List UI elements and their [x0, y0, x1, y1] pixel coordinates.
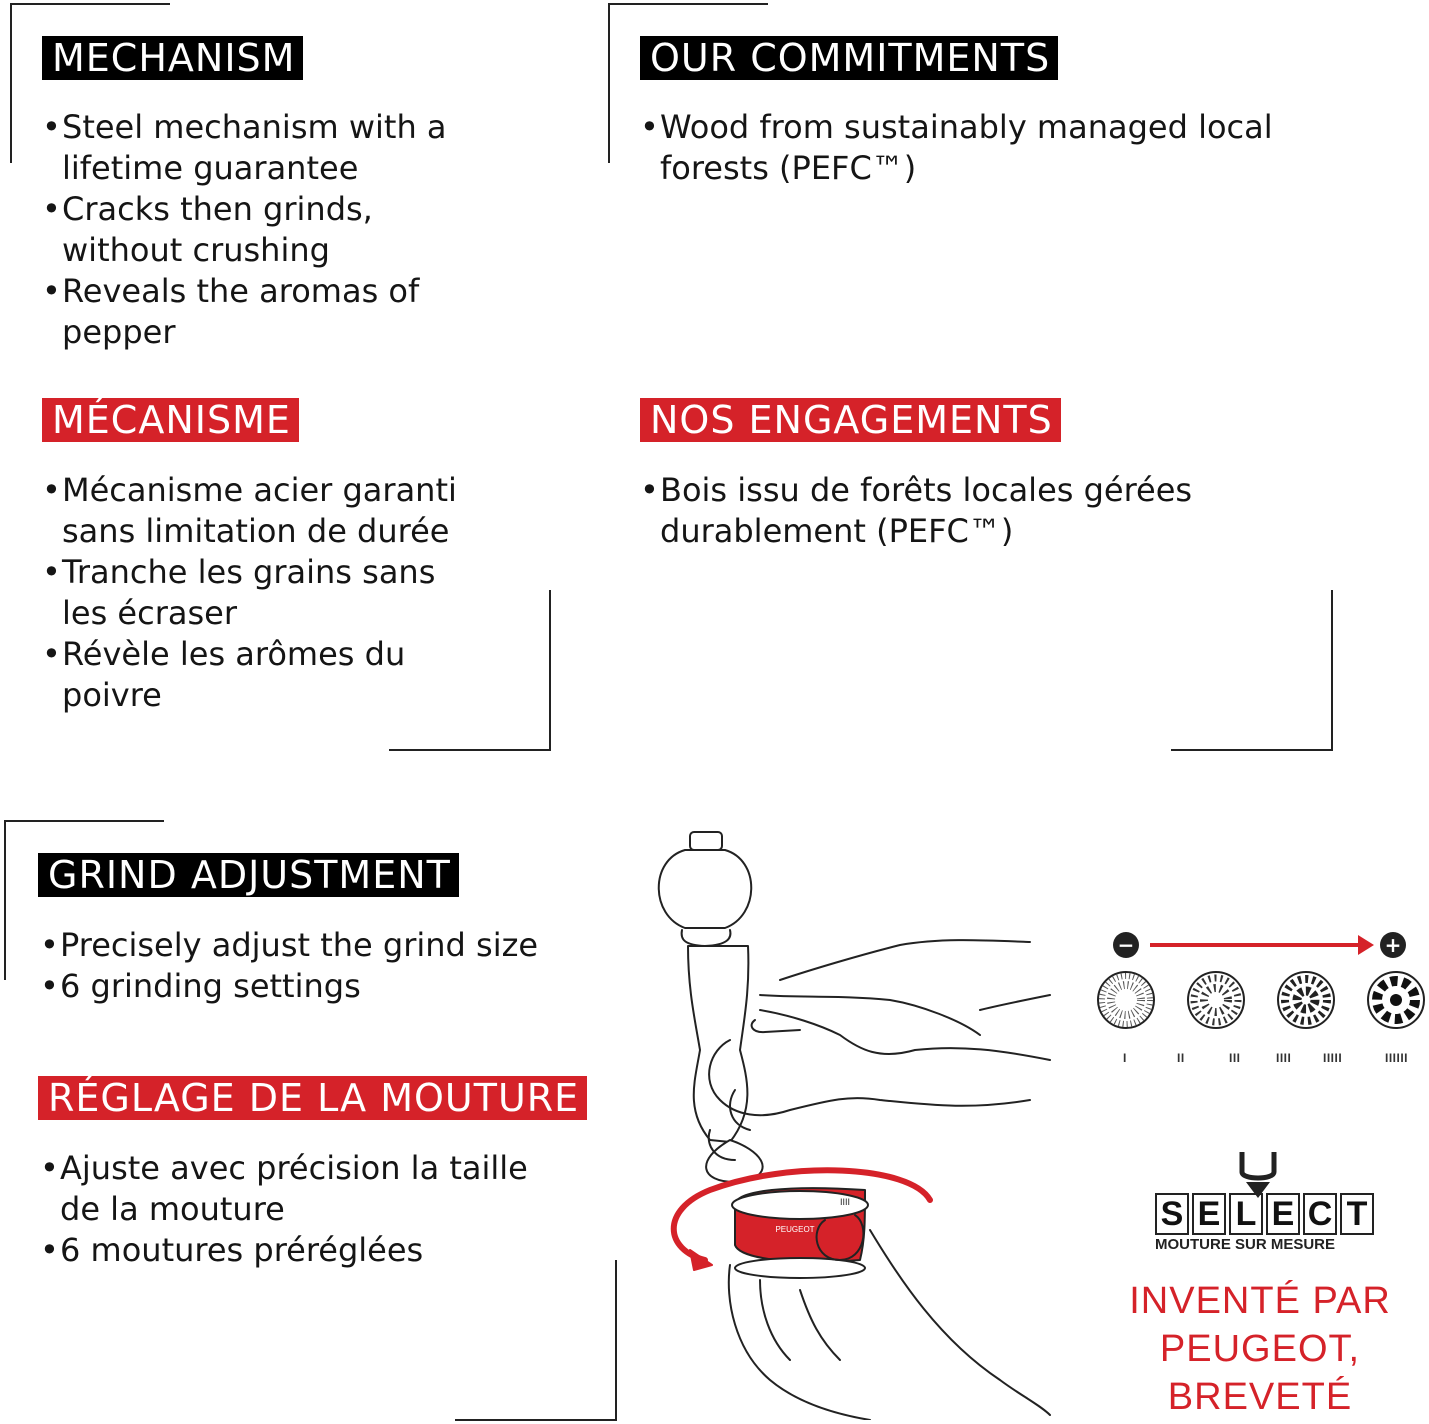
list-item: Wood from sustainably managed local fore… [640, 107, 1320, 189]
mecanisme-list: Mécanisme acier garanti sans limitation … [42, 470, 482, 716]
list-item: Tranche les grains sans les écraser [42, 552, 482, 634]
u-select-icon [1239, 1152, 1277, 1198]
mechanism-list: Steel mechanism with a lifetime guarante… [42, 107, 462, 353]
list-item: Steel mechanism with a lifetime guarante… [42, 107, 462, 189]
grind-label-6: IIIIII [1385, 1051, 1409, 1065]
claim-line-1: INVENTÉ PAR [1129, 1280, 1391, 1322]
corner-line-grind-left [4, 820, 6, 980]
list-item: Révèle les arômes du poivre [42, 634, 482, 716]
list-item: Precisely adjust the grind size [40, 925, 580, 966]
corner-line-engfr-bottom [1171, 749, 1333, 751]
select-letters: S E L E C T [1155, 1193, 1374, 1235]
mechanism-title: MECHANISM [42, 36, 304, 80]
mill-brand-label: PEUGEOT [775, 1225, 814, 1234]
corner-line-reglage-right [615, 1260, 617, 1421]
logo-letter: C [1303, 1193, 1337, 1235]
mill-dial-marks: IIII [840, 1197, 850, 1207]
corner-line-mecfr-right [549, 590, 551, 751]
commitments-title: OUR COMMITMENTS [640, 36, 1059, 80]
grind-circle-medium-coarse [1277, 971, 1335, 1029]
grind-circle-fine [1097, 971, 1155, 1029]
grind-label-1: I [1123, 1051, 1127, 1065]
logo-letter: E [1192, 1193, 1226, 1235]
logo-subtitle: MOUTURE SUR MESURE [1155, 1236, 1336, 1253]
list-item: 6 moutures préréglées [40, 1230, 560, 1271]
plus-glyph: + [1385, 933, 1402, 957]
logo-letter: E [1266, 1193, 1300, 1235]
list-item: Bois issu de forêts locales gérées durab… [640, 470, 1200, 552]
grind-label-2: II [1177, 1051, 1185, 1065]
grind-scale: − + [1097, 932, 1425, 1029]
corner-line-mech-top [10, 3, 170, 5]
grind-label-5: IIIII [1323, 1051, 1343, 1065]
minus-icon [1113, 932, 1139, 958]
grind-list: Precisely adjust the grind size 6 grindi… [40, 925, 580, 1007]
list-item: Mécanisme acier garanti sans limitation … [42, 470, 482, 552]
corner-line-reglage-bottom [455, 1419, 617, 1421]
logo-letter: T [1340, 1193, 1374, 1235]
grind-circle-medium-fine [1187, 971, 1245, 1029]
grind-label-4: IIII [1276, 1051, 1292, 1065]
u-select-logo: S E L E C T MOUTURE SUR MESURE [1150, 1148, 1374, 1258]
mecanisme-title: MÉCANISME [42, 398, 299, 442]
minus-glyph: − [1118, 933, 1135, 957]
grind-circle-coarse [1367, 971, 1425, 1029]
reglage-list: Ajuste avec précision la taille de la mo… [40, 1148, 560, 1271]
logo-letter: S [1155, 1193, 1189, 1235]
list-item: Ajuste avec précision la taille de la mo… [40, 1148, 560, 1230]
corner-line-grind-top [4, 820, 164, 822]
pepper-mill-illustration: PEUGEOT IIII [657, 831, 1051, 1420]
corner-line-commit-top [608, 3, 768, 5]
commitments-list: Wood from sustainably managed local fore… [640, 107, 1320, 189]
engagements-list: Bois issu de forêts locales gérées durab… [640, 470, 1200, 552]
grind-title: GRIND ADJUSTMENT [38, 853, 459, 897]
list-item: 6 grinding settings [40, 966, 580, 1007]
list-item: Reveals the aromas of pepper [42, 271, 462, 353]
reglage-title: RÉGLAGE DE LA MOUTURE [38, 1076, 588, 1120]
plus-icon [1380, 932, 1406, 958]
engagements-title: NOS ENGAGEMENTS [640, 398, 1061, 442]
grind-arrow-head [1358, 935, 1374, 955]
list-item: Cracks then grinds, without crushing [42, 189, 462, 271]
claim-line-2: PEUGEOT, [1159, 1328, 1361, 1370]
logo-letter: L [1229, 1193, 1263, 1235]
grind-label-3: III [1229, 1051, 1241, 1065]
corner-line-commit-left [608, 3, 610, 163]
claim-line-3: BREVETÉ [1167, 1376, 1353, 1418]
corner-line-engfr-right [1331, 590, 1333, 751]
corner-line-mecfr-bottom [389, 749, 551, 751]
corner-line-mech-left [10, 3, 12, 163]
